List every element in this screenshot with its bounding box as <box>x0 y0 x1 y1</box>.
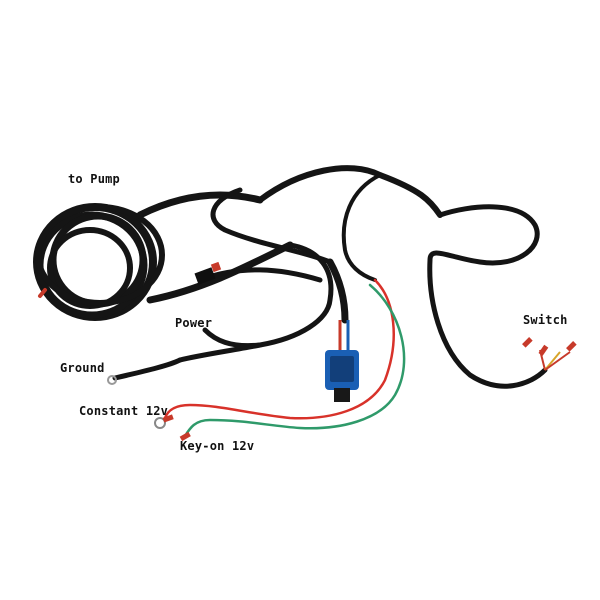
label-switch: Switch <box>523 313 568 327</box>
harness-wires <box>112 165 548 389</box>
label-ground: Ground <box>60 361 105 375</box>
label-constant-12v: Constant 12v <box>79 404 169 418</box>
label-power: Power <box>175 316 213 330</box>
label-key-on-12v: Key-on 12v <box>180 439 255 453</box>
relay-socket <box>325 320 359 402</box>
coiled-loom <box>33 191 294 321</box>
label-to-pump: to Pump <box>68 172 120 186</box>
terminals <box>107 337 577 442</box>
pump-connector <box>194 261 222 285</box>
signal-wires <box>163 278 406 438</box>
